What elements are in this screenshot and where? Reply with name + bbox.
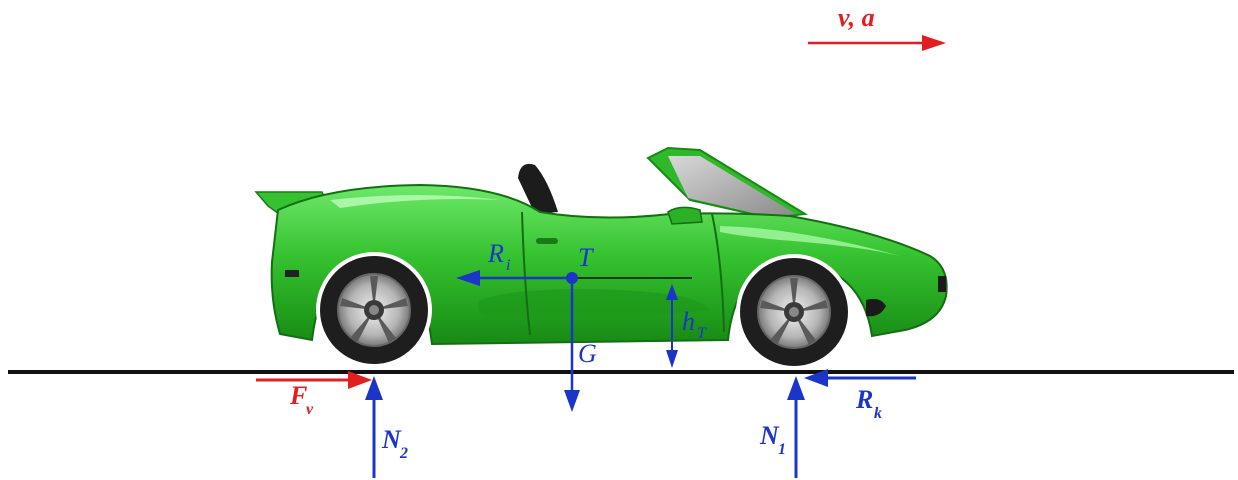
gravity-label: G	[578, 339, 597, 368]
side-sculpt	[477, 289, 710, 320]
rear-normal-arrow-head	[365, 376, 383, 400]
side-mirror	[667, 206, 703, 225]
drive-force-group: F v	[256, 371, 372, 418]
front-normal-label: N	[759, 421, 780, 450]
rolling-resistance-label: R	[855, 385, 873, 414]
front-vent	[938, 276, 946, 292]
front-normal-label-sub: 1	[778, 441, 786, 458]
height-label-sub: T	[697, 325, 707, 342]
inertia-force-label-sub: i	[506, 257, 510, 274]
drive-force-label: F	[289, 381, 307, 410]
rolling-resistance-arrow-head	[804, 369, 828, 387]
front-normal-group: N 1	[759, 376, 805, 478]
seat	[518, 163, 558, 214]
rear-wheel-icon	[316, 252, 432, 368]
rear-highlight	[330, 195, 500, 208]
inertia-force-label: R	[487, 239, 504, 268]
center-of-mass-label: T	[578, 243, 594, 272]
headlight	[866, 298, 886, 317]
velocity-label: v, a	[838, 3, 875, 32]
height-dimension: h T	[666, 284, 707, 368]
height-arrow-up	[666, 284, 678, 300]
rear-normal-label-sub: 2	[399, 445, 408, 462]
door-handle	[536, 238, 558, 244]
front-wheel-icon	[736, 254, 852, 370]
rear-light	[285, 270, 299, 277]
velocity-arrow-head	[922, 35, 946, 51]
car-icon	[254, 146, 948, 370]
height-label: h	[682, 307, 695, 336]
velocity-indicator: v, a	[808, 3, 946, 51]
height-arrow-down	[666, 350, 678, 368]
front-normal-arrow-head	[787, 376, 805, 400]
center-of-mass-group: R i T G	[456, 239, 692, 412]
hood-highlight	[720, 226, 900, 256]
drive-force-label-sub: v	[306, 401, 314, 418]
gravity-arrow-head	[564, 390, 580, 412]
drive-force-arrow-head	[348, 371, 372, 389]
door-line-front	[711, 213, 725, 333]
inertia-force-arrow-head	[456, 270, 480, 286]
rear-normal-label: N	[381, 425, 402, 454]
rear-normal-group: N 2	[365, 376, 408, 478]
windshield-glass	[668, 156, 796, 217]
rolling-resistance-group: R k	[804, 369, 916, 422]
rolling-resistance-label-sub: k	[874, 405, 882, 422]
